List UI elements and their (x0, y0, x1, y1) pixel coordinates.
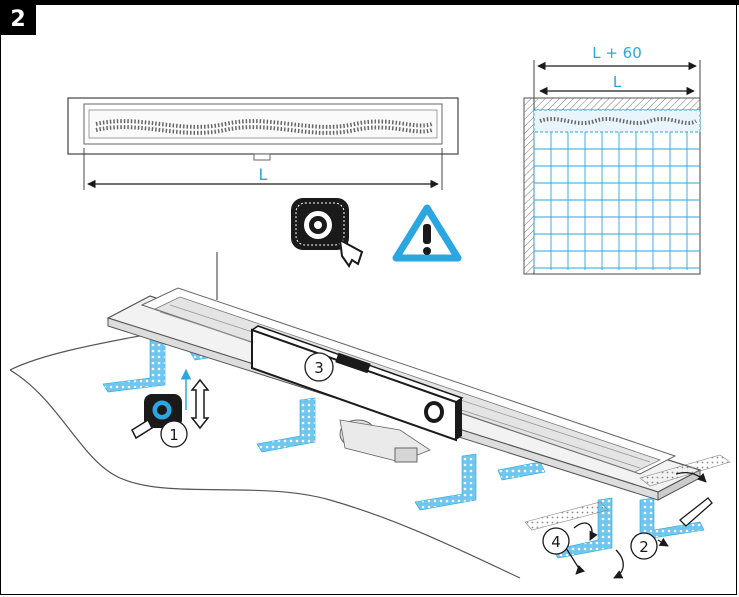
callout-3: 3 (304, 352, 334, 382)
tile-grid-outer-label: L + 60 (592, 44, 642, 62)
svg-text:1: 1 (169, 426, 179, 444)
tile-adhesive (524, 454, 731, 531)
tile-grid-view (523, 60, 701, 275)
tape-measure-icon (291, 198, 364, 268)
floor-outline (9, 252, 521, 579)
svg-text:3: 3 (314, 359, 324, 377)
spirit-level-icon (250, 325, 464, 442)
top-drain-length-label: L (259, 165, 268, 184)
svg-text:4: 4 (551, 533, 561, 551)
callout-2: 2 (630, 532, 658, 560)
top-drain-plan (67, 97, 459, 190)
top-bar (0, 0, 739, 5)
tile-grid-inner-label: L (613, 73, 622, 91)
height-adjust-arrow (190, 378, 210, 430)
small-tape-measure-icon (131, 368, 192, 440)
step-number: 2 (0, 5, 36, 35)
svg-text:2: 2 (639, 538, 649, 556)
callout-1: 1 (160, 420, 188, 448)
adjustment-arrows (565, 472, 713, 579)
callout-4: 4 (542, 527, 570, 555)
warning-icon (392, 204, 462, 262)
